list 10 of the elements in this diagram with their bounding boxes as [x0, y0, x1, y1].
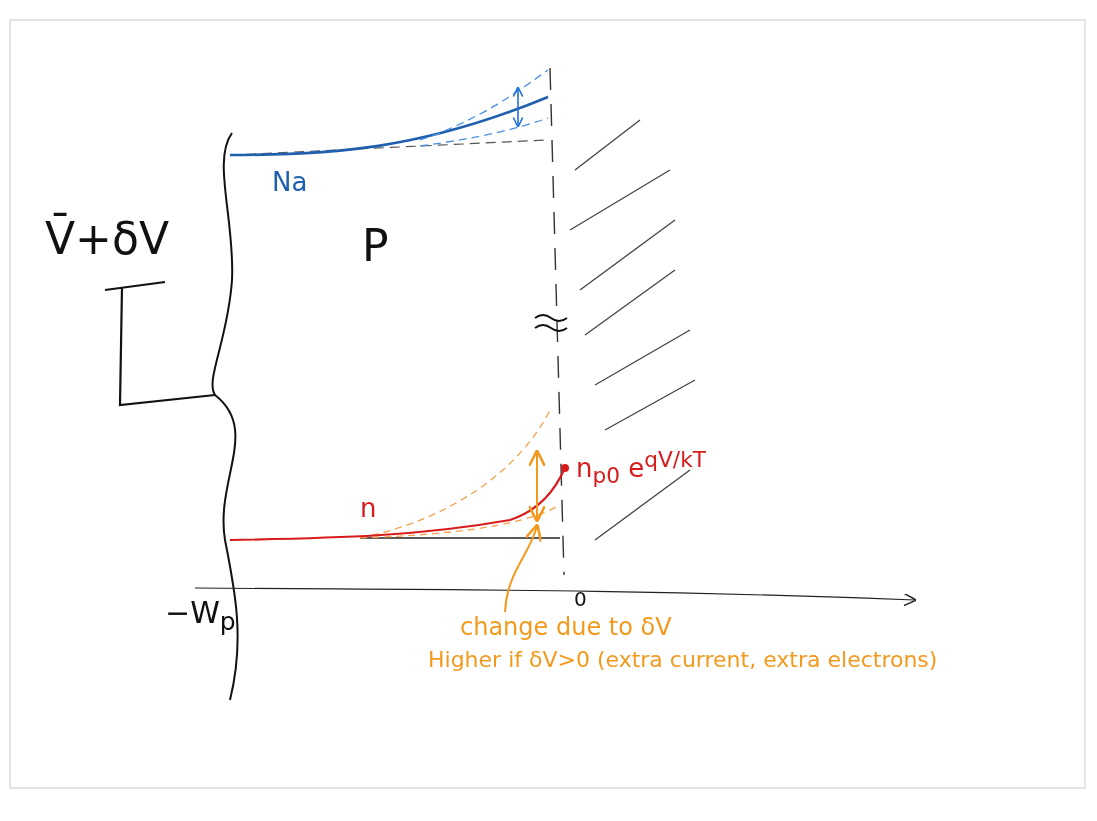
origin-label: 0 [574, 588, 587, 610]
boundary-value-label: n$_{p0}$ e$^{qV/kT}$ [576, 448, 706, 488]
annotation-note: Higher if δV>0 (extra current, extra electrons) [428, 648, 938, 673]
position-label: −W$_{p}$ [165, 596, 236, 636]
leader-line [504, 523, 542, 613]
double-arrow [529, 450, 545, 522]
annotation-text: change due to δV [460, 614, 673, 641]
doping-label: Na [272, 168, 308, 197]
region-label: P [362, 222, 389, 271]
carrier-label: n [360, 494, 377, 523]
